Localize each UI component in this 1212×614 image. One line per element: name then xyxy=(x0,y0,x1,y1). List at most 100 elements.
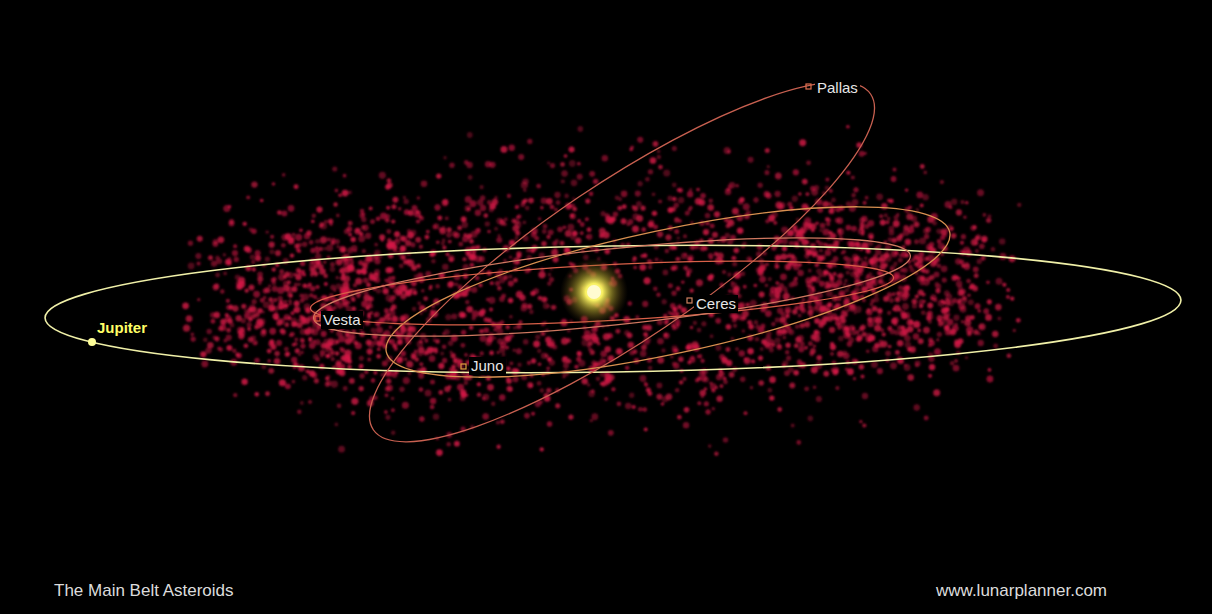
asteroid-dot xyxy=(513,349,516,352)
asteroid-dot xyxy=(509,144,515,150)
asteroid-dot xyxy=(560,241,565,246)
asteroid-dot xyxy=(226,345,232,351)
asteroid-dot xyxy=(290,253,294,257)
asteroid-dot xyxy=(919,251,925,257)
asteroid-dot xyxy=(310,258,316,264)
asteroid-dot xyxy=(965,356,968,359)
asteroid-dot xyxy=(703,230,708,235)
asteroid-dot xyxy=(787,202,792,207)
asteroid-dot xyxy=(829,208,835,214)
asteroid-dot xyxy=(226,299,230,303)
asteroid-dot xyxy=(714,211,720,217)
asteroid-dot xyxy=(200,351,206,357)
asteroid-dot xyxy=(673,307,678,312)
asteroid-dot xyxy=(830,352,834,356)
asteroid-dot xyxy=(365,233,371,239)
asteroid-dot xyxy=(868,233,874,239)
asteroid-dot xyxy=(789,383,795,389)
asteroid-dot xyxy=(446,442,451,447)
asteroid-dot xyxy=(751,359,755,363)
asteroid-dot xyxy=(808,341,813,346)
asteroid-dot xyxy=(324,282,328,286)
asteroid-dot xyxy=(628,301,632,305)
asteroid-dot xyxy=(746,303,750,307)
asteroid-dot xyxy=(784,290,788,294)
asteroid-dot xyxy=(294,301,300,307)
asteroid-dot xyxy=(235,353,239,357)
asteroid-dot xyxy=(744,411,748,415)
asteroid-dot xyxy=(404,357,407,360)
asteroid-dot xyxy=(490,281,494,285)
asteroid-dot xyxy=(347,265,352,270)
asteroid-dot xyxy=(687,191,693,197)
asteroid-dot xyxy=(241,304,246,309)
asteroid-dot xyxy=(509,361,513,365)
asteroid-dot xyxy=(469,325,473,329)
asteroid-dot xyxy=(512,376,518,382)
asteroid-dot xyxy=(479,185,483,189)
asteroid-dot xyxy=(937,332,942,337)
asteroid-dot xyxy=(981,236,987,242)
asteroid-dot xyxy=(547,161,550,164)
asteroid-dot xyxy=(332,166,337,171)
asteroid-dot xyxy=(665,249,669,253)
asteroid-dot xyxy=(367,312,371,316)
asteroid-dot xyxy=(617,206,622,211)
asteroid-dot xyxy=(482,394,489,401)
asteroid-dot xyxy=(196,261,200,265)
asteroid-dot xyxy=(448,341,454,347)
asteroid-dot xyxy=(888,226,894,232)
asteroid-dot xyxy=(851,226,857,232)
asteroid-dot xyxy=(371,378,375,382)
asteroid-dot xyxy=(860,324,865,329)
asteroid-dot xyxy=(729,182,735,188)
asteroid-dot xyxy=(954,359,958,363)
asteroid-dot xyxy=(753,197,758,202)
asteroid-dot xyxy=(326,244,333,251)
asteroid-dot xyxy=(274,315,279,320)
asteroid-dot xyxy=(527,139,532,144)
asteroid-dot xyxy=(453,358,458,363)
asteroid-dot xyxy=(829,327,835,333)
asteroid-dot xyxy=(447,282,453,288)
asteroid-dot xyxy=(469,200,476,207)
asteroid-dot xyxy=(825,281,830,286)
asteroid-dot xyxy=(687,255,694,262)
asteroid-dot xyxy=(895,350,900,355)
asteroid-dot xyxy=(737,228,744,235)
asteroid-dot xyxy=(241,378,247,384)
asteroid-dot xyxy=(696,188,700,192)
asteroid-dot xyxy=(294,307,301,314)
asteroid-dot xyxy=(575,238,581,244)
asteroid-dot xyxy=(281,243,286,248)
asteroid-dot xyxy=(808,269,812,273)
asteroid-dot xyxy=(852,199,859,206)
asteroid-dot xyxy=(273,298,277,302)
asteroid-dot xyxy=(604,346,610,352)
asteroid-dot xyxy=(813,344,816,347)
asteroid-dot xyxy=(973,266,979,272)
asteroid-dot xyxy=(676,236,680,240)
asteroid-dot xyxy=(297,249,300,252)
asteroid-dot xyxy=(799,323,804,328)
asteroid-dot xyxy=(973,330,978,335)
asteroid-dot xyxy=(517,214,522,219)
asteroid-dot xyxy=(795,324,799,328)
asteroid-dot xyxy=(343,386,348,391)
asteroid-dot xyxy=(308,400,312,404)
asteroid-dot xyxy=(191,336,196,341)
asteroid-dot xyxy=(391,204,396,209)
asteroid-dot xyxy=(374,371,378,375)
asteroid-dot xyxy=(611,387,615,391)
asteroid-dot xyxy=(589,192,593,196)
asteroid-dot xyxy=(602,155,608,161)
asteroid-dot xyxy=(886,220,890,224)
asteroid-dot xyxy=(389,308,393,312)
asteroid-dot xyxy=(335,189,339,193)
asteroid-dot xyxy=(531,249,535,253)
asteroid-dot xyxy=(459,311,466,318)
asteroid-dot xyxy=(690,288,694,292)
asteroid-dot xyxy=(359,356,364,361)
asteroid-dot xyxy=(437,216,442,221)
asteroid-dot xyxy=(578,360,585,367)
